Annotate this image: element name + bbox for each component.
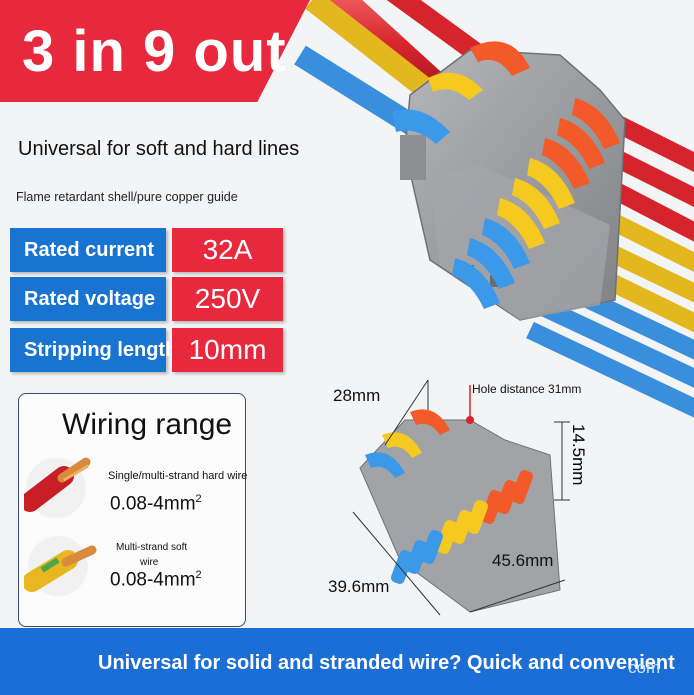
wire-caption-soft-line1: Multi-strand soft: [116, 542, 188, 553]
spec-value-current: 32A: [172, 228, 283, 272]
footer-bar: [0, 628, 694, 695]
dimension-height: 14.5mm: [569, 424, 588, 486]
spec-label-voltage: Rated voltage: [10, 277, 166, 321]
dimension-diagram: [352, 379, 570, 616]
wire-range-soft: 0.08-4mm2: [110, 569, 202, 591]
title-banner: [0, 0, 310, 102]
watermark: com: [628, 658, 661, 677]
spec-value-voltage: 250V: [172, 277, 283, 321]
spec-label-stripping: Stripping length: [10, 328, 177, 372]
spec-value-stripping: 10mm: [172, 328, 283, 372]
dimension-length: 45.6mm: [492, 551, 554, 570]
dimension-depth: 28mm: [333, 386, 381, 405]
footer-text: Universal for solid and stranded wire? Q…: [98, 652, 675, 674]
page-title: 3 in 9 out: [22, 19, 287, 84]
wire-caption-hard: Single/multi-strand hard wire: [108, 470, 248, 482]
yellow-wire-icon: [24, 536, 97, 596]
connector-levers: [392, 41, 620, 309]
wire-range-hard: 0.08-4mm2: [110, 493, 202, 515]
wiring-range-title: Wiring range: [62, 408, 233, 441]
dimension-width: 39.6mm: [328, 577, 390, 596]
feature-note: Flame retardant shell/pure copper guide: [16, 190, 238, 204]
spec-label-current: Rated current: [10, 228, 166, 272]
wire-caption-soft-line2: wire: [140, 557, 159, 568]
dimension-hole-distance: Hole distance 31mm: [472, 382, 582, 396]
subtitle: Universal for soft and hard lines: [18, 138, 300, 160]
red-wire-icon: [24, 457, 91, 518]
